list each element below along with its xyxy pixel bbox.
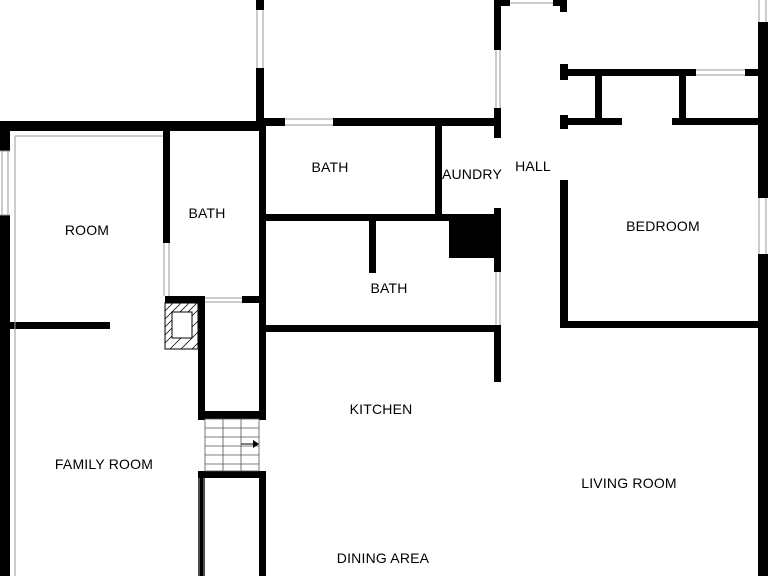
wall xyxy=(494,0,501,50)
room-label-bedroom: BEDROOM xyxy=(626,218,700,234)
wall xyxy=(259,471,266,576)
wall xyxy=(262,214,498,221)
wall xyxy=(560,118,622,125)
wall xyxy=(435,121,442,219)
wall xyxy=(198,296,205,420)
wall xyxy=(165,296,205,303)
room-label-bath-left: BATH xyxy=(188,205,226,221)
wall xyxy=(242,296,262,303)
wall xyxy=(256,0,264,10)
wall xyxy=(494,325,501,382)
room-label-bath-upper: BATH xyxy=(311,159,349,175)
wall xyxy=(333,118,501,126)
stairs-arrow-icon xyxy=(241,440,259,448)
room-label-room: ROOM xyxy=(64,222,110,238)
wall xyxy=(369,221,376,273)
fireplace-icon xyxy=(164,302,199,350)
wall xyxy=(0,121,265,131)
wall xyxy=(745,69,768,76)
wall xyxy=(0,215,10,576)
room-label-kitchen: KITCHEN xyxy=(349,401,413,417)
wall xyxy=(198,411,266,419)
wall xyxy=(758,22,768,198)
wall xyxy=(758,254,768,576)
wall xyxy=(256,68,264,121)
wall xyxy=(259,121,266,420)
room-label-laundry: LAUNDRY xyxy=(433,166,503,182)
wall xyxy=(679,70,686,125)
wall xyxy=(560,180,568,328)
wall xyxy=(0,121,10,151)
wall xyxy=(560,321,768,328)
wall xyxy=(494,108,501,138)
stairs-icon xyxy=(204,418,260,472)
wall xyxy=(163,131,170,243)
wall xyxy=(10,322,110,329)
wall xyxy=(262,325,498,332)
wall xyxy=(259,118,285,126)
wall xyxy=(672,118,768,125)
wall xyxy=(560,69,696,76)
wall xyxy=(500,0,510,6)
wall xyxy=(198,471,266,478)
room-label-hall: HALL xyxy=(515,158,551,174)
wall xyxy=(560,0,567,12)
room-label-dining-area: DINING AREA xyxy=(336,550,430,566)
wall xyxy=(198,471,205,576)
wall-block xyxy=(449,216,498,258)
room-label-bath-middle: BATH xyxy=(370,280,408,296)
wall xyxy=(494,208,501,272)
room-label-family-room: FAMILY ROOM xyxy=(54,456,154,472)
wall xyxy=(553,0,563,6)
wall xyxy=(595,70,602,125)
window xyxy=(0,151,10,215)
room-label-living-room: LIVING ROOM xyxy=(581,475,677,491)
